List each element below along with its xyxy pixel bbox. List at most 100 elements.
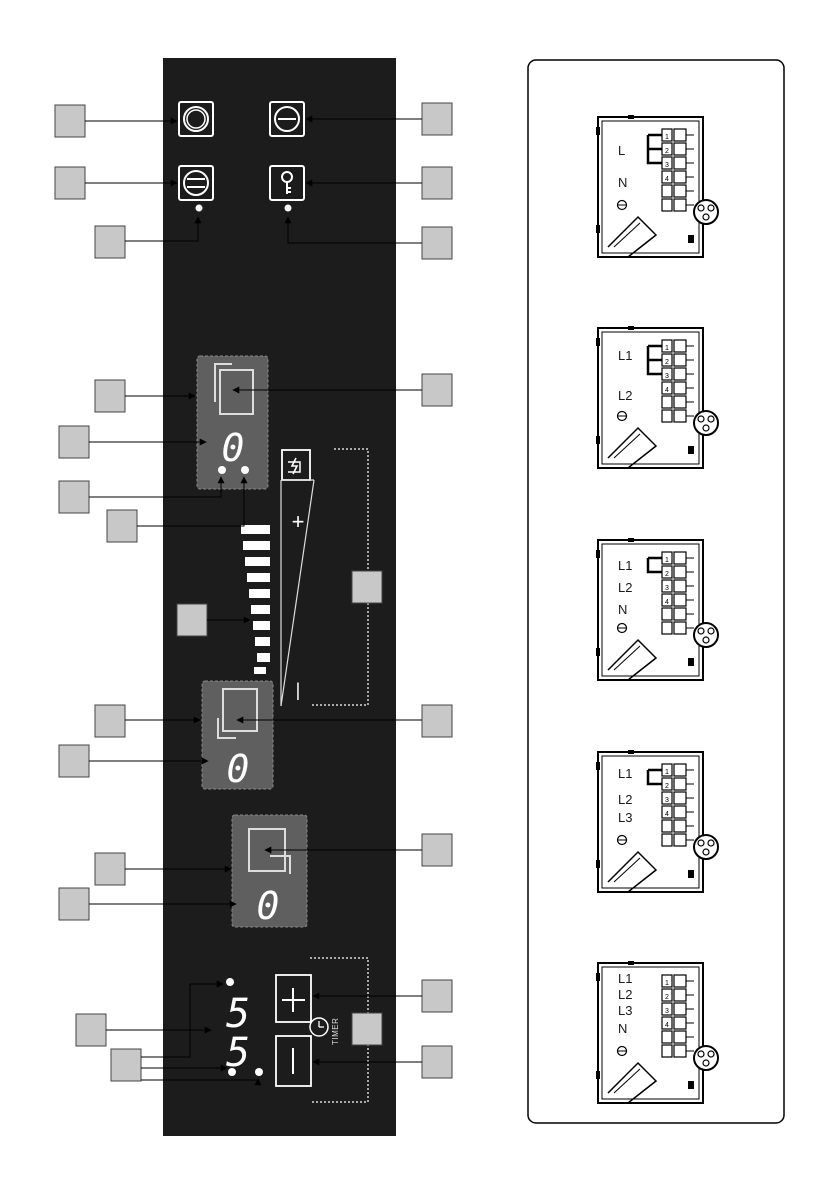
timer-plus-button[interactable] xyxy=(275,974,312,1023)
power-level-segment[interactable] xyxy=(257,653,270,662)
callout-box xyxy=(421,166,453,200)
phase-label: L1 xyxy=(618,558,632,573)
bridge-wire xyxy=(646,344,662,376)
leader-line xyxy=(125,216,202,242)
leader-line xyxy=(141,1078,262,1086)
callout-box xyxy=(58,480,90,514)
phase-label: L2 xyxy=(618,580,632,595)
slider-track[interactable] xyxy=(280,479,315,707)
keep-warm-button[interactable] xyxy=(178,165,214,201)
power-level-segment[interactable] xyxy=(241,525,270,534)
zone-1-indicator-right xyxy=(241,466,249,474)
timer-minus-button[interactable] xyxy=(275,1035,312,1087)
terminal-number: 2 xyxy=(665,994,669,1001)
callout-box xyxy=(58,425,90,459)
callout-box xyxy=(54,104,86,138)
phase-label: L1 xyxy=(618,766,632,781)
callout-boxes xyxy=(54,102,453,1082)
callout-box xyxy=(421,1045,453,1079)
terminal-number: 3 xyxy=(665,1008,669,1015)
stop-go-button[interactable] xyxy=(269,101,305,137)
leader-line xyxy=(284,216,422,244)
zone-2-digit: 0 xyxy=(227,747,250,791)
callout-box xyxy=(94,852,126,886)
timer-digit-2: 5 xyxy=(226,991,250,1037)
phase-label: L2 xyxy=(618,388,632,403)
callout-box xyxy=(58,887,90,921)
terminal-number: 2 xyxy=(665,359,669,366)
leader-lines xyxy=(85,115,422,1086)
phase-label: N xyxy=(618,602,627,617)
callout-box xyxy=(421,226,453,260)
terminal-blocks: 1234LN1234L1L21234L1L2N1234L1L2L31234L1L… xyxy=(596,115,719,1104)
phase-label: N xyxy=(618,175,627,190)
zone-1-select-key[interactable] xyxy=(214,363,254,415)
callout-box xyxy=(421,833,453,867)
callout-box xyxy=(54,166,86,200)
callout-box xyxy=(75,1013,107,1047)
zone-1-indicator-left xyxy=(218,466,226,474)
power-level-bar[interactable] xyxy=(241,525,270,674)
terminal-number: 4 xyxy=(665,1022,669,1029)
phase-label: L xyxy=(618,143,625,158)
timer-indicator-top xyxy=(226,978,234,986)
power-level-segment[interactable] xyxy=(245,557,270,566)
terminal-number: 3 xyxy=(665,585,669,592)
zone-2-select-key[interactable] xyxy=(217,688,258,739)
bridge-wire xyxy=(646,133,662,165)
leader-line xyxy=(137,476,248,527)
power-level-segment[interactable] xyxy=(253,621,270,630)
phase-label: N xyxy=(618,1021,627,1036)
power-level-segment[interactable] xyxy=(255,637,270,646)
timer-label: TIMER xyxy=(331,1018,340,1045)
leader-line xyxy=(89,476,225,498)
callout-box xyxy=(351,570,383,604)
callout-box xyxy=(351,1012,383,1046)
callout-box xyxy=(94,379,126,413)
bridge-wire xyxy=(646,768,662,786)
terminal-number: 2 xyxy=(665,148,669,155)
power-level-segment[interactable] xyxy=(247,573,270,582)
phase-label: L3 xyxy=(618,1003,632,1018)
zone-3-digit: 0 xyxy=(257,884,280,928)
terminal-number: 3 xyxy=(665,162,669,169)
power-level-segment[interactable] xyxy=(251,605,270,614)
timer-indicator-left xyxy=(228,1068,236,1076)
slider-plus-sign: + xyxy=(292,509,305,534)
callout-box xyxy=(58,744,90,778)
phase-label: L2 xyxy=(618,987,632,1002)
terminal-number: 4 xyxy=(665,811,669,818)
terminal-number: 2 xyxy=(665,783,669,790)
power-level-segment[interactable] xyxy=(254,667,266,674)
timer-digit-1: 5 xyxy=(226,1030,250,1076)
zone-2-box xyxy=(201,680,274,790)
timer-indicator-right xyxy=(255,1068,263,1076)
lock-button[interactable] xyxy=(269,165,305,201)
terminal-number: 2 xyxy=(665,571,669,578)
terminal-number: 1 xyxy=(665,345,669,352)
terminal-number: 4 xyxy=(665,387,669,394)
slider-minus-sign: | xyxy=(296,680,301,700)
callout-box xyxy=(94,225,126,259)
phase-label: L1 xyxy=(618,348,632,363)
callout-box xyxy=(94,704,126,738)
callout-box xyxy=(106,509,138,543)
callout-box xyxy=(110,1048,142,1082)
power-level-segment[interactable] xyxy=(249,589,270,598)
callout-box xyxy=(421,373,453,407)
leader-line xyxy=(141,980,224,1058)
power-level-segment[interactable] xyxy=(243,541,270,550)
clock-icon xyxy=(309,1017,329,1037)
terminal-number: 1 xyxy=(665,134,669,141)
zone-1-digit: 0 xyxy=(222,426,245,470)
terminal-number: 3 xyxy=(665,797,669,804)
on-off-button[interactable] xyxy=(178,101,214,137)
phase-label: L2 xyxy=(618,792,632,807)
terminal-number: 1 xyxy=(665,980,669,987)
terminal-number: 4 xyxy=(665,176,669,183)
terminal-number: 1 xyxy=(665,557,669,564)
terminal-number: 3 xyxy=(665,373,669,380)
